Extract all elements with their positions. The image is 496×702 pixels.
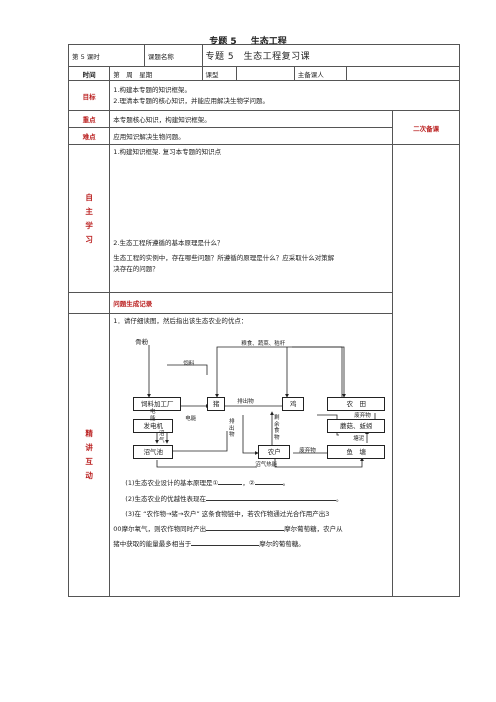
field-box: 农 田 <box>327 397 386 411</box>
self-study-char: 习 <box>85 234 93 244</box>
label-food: 粮食、蔬菜、秸秆 <box>241 341 286 347</box>
lesson-number: 第 5 课时 <box>68 44 145 67</box>
second-prep-label: 二次备课 <box>392 110 460 145</box>
key-label: 重点 <box>67 110 111 128</box>
key-content: 本专题核心知识，构建知识框架。 <box>109 110 394 128</box>
interact-char: 动 <box>85 471 93 480</box>
sub1-text: (1)生态农业设计的基本原理是① <box>125 479 219 487</box>
feed-factory-box: 饲料加工厂 <box>133 397 182 411</box>
label-leftover: 剩余食物 <box>274 415 280 441</box>
self-study-char: 主 <box>85 206 93 216</box>
topic-name: 生态工程 <box>250 37 287 47</box>
label-waste-1: 废弃物 <box>354 413 371 419</box>
mushroom-box: 蘑菇、蚯蚓 <box>327 419 386 433</box>
label-excrement-2: 排出物 <box>229 419 235 438</box>
interact-label: 精 讲 互 动 <box>67 313 111 597</box>
label-biogas-heat: 沼气热能 <box>255 462 278 468</box>
interact-sub3: (3)在 “农作物→猪→农户” 这条食物链中，若农作物通过光合作用产出3 <box>125 510 330 518</box>
label-power-vertical: 电能 <box>150 409 156 422</box>
goals-label: 目标 <box>67 80 111 111</box>
time-label: 时间 <box>67 66 111 81</box>
interact-sub1: (1)生态农业设计的基本原理是① ，② 。 <box>125 477 389 489</box>
goals-content: 1.构建本专题的知识框架。 2.理清本专题的核心知识，并能应用解决生物学问题。 <box>109 80 460 111</box>
interact-sub2: (2)生态农业的优越性表现在 。 <box>125 493 389 505</box>
sub3-text-b: 00摩尔氧气，则农作物同时产出 <box>113 525 207 533</box>
fish-pond-box: 鱼 塘 <box>327 445 386 459</box>
type-value <box>236 66 295 81</box>
interact-sub3-cont: 00摩尔氧气，则农作物同时产出 摩尔葡萄糖，农户从 <box>113 523 389 535</box>
generator-box: 发电机 <box>133 419 174 433</box>
interact-char: 互 <box>85 457 93 466</box>
biogas-pool-box: 沼气池 <box>133 445 174 459</box>
sub3-text-c: 摩尔葡萄糖，农户从 <box>284 525 343 533</box>
self-study-char: 学 <box>85 220 93 230</box>
page-title: 专题 5 生态工程 <box>0 34 496 47</box>
answer-blank-3[interactable] <box>206 493 337 501</box>
topic-number: 专题 5 <box>209 37 237 47</box>
self-study-q1: 1.构建知识框架. 复习本专题的知识点 <box>113 148 222 156</box>
sub1-end: 。 <box>282 479 290 487</box>
eco-agriculture-diagram: 饲料加工厂 猪 鸡 农 田 发电机 蘑菇、蚯蚓 沼气池 农户 鱼 塘 骨粉 粮食… <box>127 335 389 469</box>
self-study-q3: 生态工程的实例中，存在哪些问题？所遵循的原理是什么？应采取什么对策解 <box>113 254 335 262</box>
issue-record-label: 问题生成记录 <box>109 292 394 314</box>
self-study-content: 1.构建知识框架. 复习本专题的知识点 2.生态工程所遵循的基本原理是什么？ 生… <box>109 144 394 293</box>
sub2-text: (2)生态农业的优越性表现在 <box>125 495 207 503</box>
self-study-q2: 2.生态工程所遵循的基本原理是什么？ <box>113 239 224 247</box>
self-study-q3-cont: 决存在的问题？ <box>113 265 159 273</box>
course-name-value: 专题 5 生态工程复习课 <box>201 44 461 67</box>
label-waste-2: 废弃物 <box>299 448 316 454</box>
interact-sub3-end: 猪中获取的能量最多相当于 摩尔的葡萄糖。 <box>113 538 389 550</box>
interact-content: 1．请仔细读图，然后指出该生态农业的优点： <box>109 313 394 597</box>
label-power: 电能 <box>185 416 197 422</box>
chicken-box: 鸡 <box>282 397 305 411</box>
sub3-text-d: 猪中获取的能量最多相当于 <box>113 540 192 548</box>
goal-line-1: 1.构建本专题的知识框架。 <box>113 85 191 94</box>
issue-blank-cell <box>67 292 111 314</box>
lesson-plan-table: 第 5 课时 课题名称 专题 5 生态工程复习课 时间 第 周 星期 课型 主备… <box>67 44 461 597</box>
goal-line-2: 2.理清本专题的核心知识，并能应用解决生物学问题。 <box>113 96 269 105</box>
difficulty-content: 应用知识解决生物问题。 <box>109 127 394 145</box>
label-biogas: 沼气 <box>159 431 165 444</box>
answer-blank-4[interactable] <box>206 523 285 531</box>
label-fodder: 饲料 <box>183 361 195 367</box>
interact-char: 精 <box>85 429 93 438</box>
answer-blank-5[interactable] <box>191 538 260 546</box>
sub3-text-e: 摩尔的葡萄糖。 <box>259 540 305 548</box>
farmer-box: 农户 <box>258 445 291 459</box>
interact-q1: 1．请仔细读图，然后指出该生态农业的优点： <box>113 317 248 325</box>
label-pond-mud: 塘泥 <box>353 436 365 442</box>
answer-blank-2[interactable] <box>254 477 283 485</box>
interact-char: 讲 <box>85 443 93 452</box>
answer-blank-1[interactable] <box>218 477 243 485</box>
course-name-label: 课题名称 <box>143 44 203 67</box>
teacher-label: 主备课人 <box>293 66 348 81</box>
self-study-char: 自 <box>85 192 93 202</box>
pig-box: 猪 <box>207 397 226 411</box>
label-bone-meal: 骨粉 <box>135 338 149 346</box>
self-study-label: 自 主 学 习 <box>67 144 111 293</box>
sub2-end: 。 <box>336 495 343 503</box>
sub1-text-2: ，② <box>242 479 255 487</box>
label-excrement: 排出物 <box>237 399 254 405</box>
teacher-value <box>346 66 460 81</box>
week-field: 第 周 星期 <box>109 66 203 81</box>
difficulty-label: 难点 <box>67 127 111 145</box>
second-prep-area <box>392 144 460 597</box>
type-label: 课型 <box>201 66 238 81</box>
